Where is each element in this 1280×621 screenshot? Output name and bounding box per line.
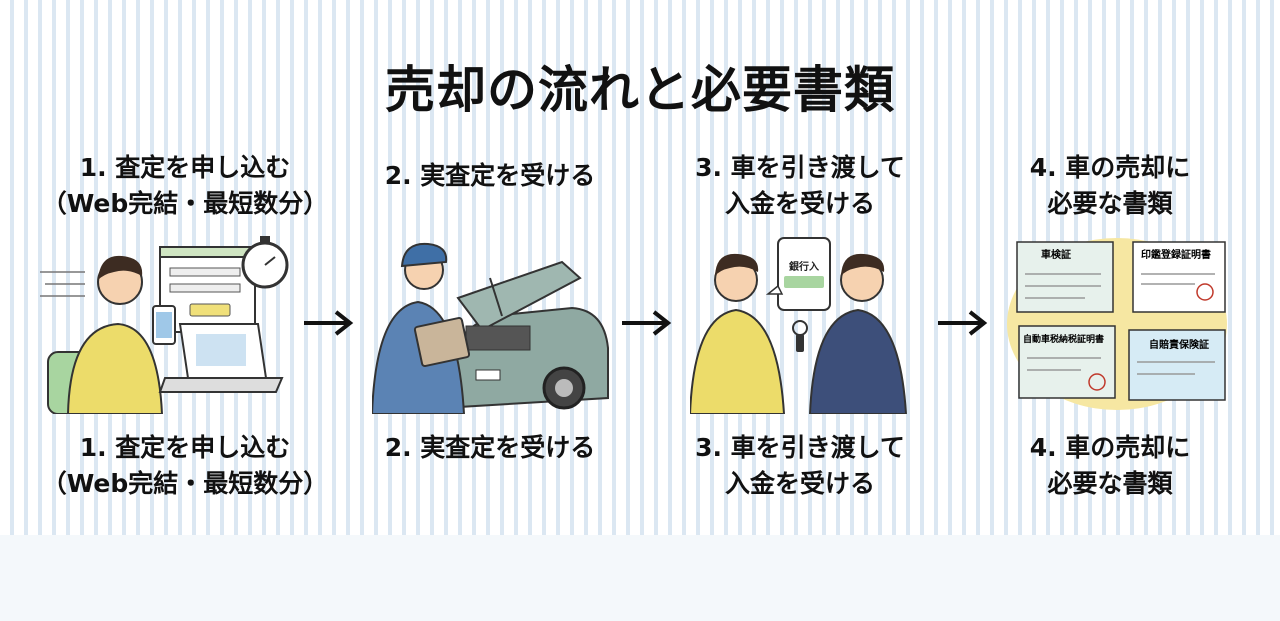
document-tax <box>1018 325 1116 399</box>
document-label-shakensho: 車検証 <box>1041 250 1071 261</box>
step-4-label-top: 4. 車の売却に 必要な書類 <box>965 150 1255 222</box>
engine <box>465 325 531 351</box>
step-1-label-top: 1. 査定を申し込む （Web完結・最短数分） <box>40 150 330 222</box>
step-3-label-bottom: 3. 車を引き渡して 入金を受ける <box>655 430 945 502</box>
bank-deposit-bubble: 銀行入 <box>789 262 819 273</box>
dealer-body <box>808 308 908 414</box>
step-3-line1: 3. 車を引き渡して <box>695 433 905 462</box>
inspection-illustration <box>372 242 609 414</box>
laptop-keyboard <box>158 377 284 393</box>
step-1-line1: 1. 査定を申し込む <box>79 433 291 462</box>
smartphone <box>777 237 831 311</box>
car-key-icon <box>792 320 808 352</box>
step-1-line2: （Web完結・最短数分） <box>41 469 329 498</box>
document-shakensho <box>1016 241 1114 313</box>
flow-arrow-1 <box>304 310 354 336</box>
flow-arrow-2 <box>622 310 672 336</box>
step-3-line1: 3. 車を引き渡して <box>695 153 905 182</box>
speed-lines <box>40 271 85 297</box>
step-4-line2: 必要な書類 <box>1047 189 1173 218</box>
flow-arrow-3 <box>938 310 988 336</box>
stopwatch-icon <box>241 236 289 289</box>
document-label-insurance: 自賠責保険証 <box>1149 340 1209 351</box>
step-1-line1: 1. 査定を申し込む <box>79 153 291 182</box>
worker-cap <box>400 242 448 268</box>
document-label-tax: 自動車税納税証明書 <box>1023 335 1105 345</box>
step-2-label-top: 2. 実査定を受ける <box>345 158 635 194</box>
bottom-band <box>0 535 1280 621</box>
person-hair <box>98 255 143 280</box>
step-1-line2: （Web完結・最短数分） <box>41 189 329 218</box>
step-4-line2: 必要な書類 <box>1047 469 1173 498</box>
step-3-label-top: 3. 車を引き渡して 入金を受ける <box>655 150 945 222</box>
step-2-line1: 2. 実査定を受ける <box>384 161 596 190</box>
seal-stamp-icon <box>1196 283 1214 301</box>
customer-body <box>690 308 786 414</box>
step-4-line1: 4. 車の売却に <box>1029 433 1191 462</box>
step-4-line1: 4. 車の売却に <box>1029 153 1191 182</box>
online-appraisal-illustration <box>40 236 289 414</box>
step-3-line2: 入金を受ける <box>724 189 875 218</box>
page-title: 売却の流れと必要書類 <box>385 61 895 119</box>
documents-illustration: 車検証 印鑑登録証明書 自動車税納税証明書 自賠責保険証 <box>1005 236 1230 412</box>
car-hood <box>456 260 582 332</box>
document-label-inkan: 印鑑登録証明書 <box>1141 250 1211 261</box>
document-insurance <box>1128 329 1226 401</box>
step-1-label-bottom: 1. 査定を申し込む （Web完結・最短数分） <box>40 430 330 502</box>
step-3-line2: 入金を受ける <box>724 469 875 498</box>
clipboard <box>413 317 471 367</box>
document-inkan <box>1132 241 1226 313</box>
step-4-label-bottom: 4. 車の売却に 必要な書類 <box>965 430 1255 502</box>
seal-stamp-icon <box>1088 373 1106 391</box>
step-2-label-bottom: 2. 実査定を受ける <box>345 430 635 466</box>
person-body <box>66 322 164 414</box>
step-2-line1: 2. 実査定を受ける <box>384 433 596 462</box>
handover-illustration: 銀行入 <box>690 236 922 414</box>
